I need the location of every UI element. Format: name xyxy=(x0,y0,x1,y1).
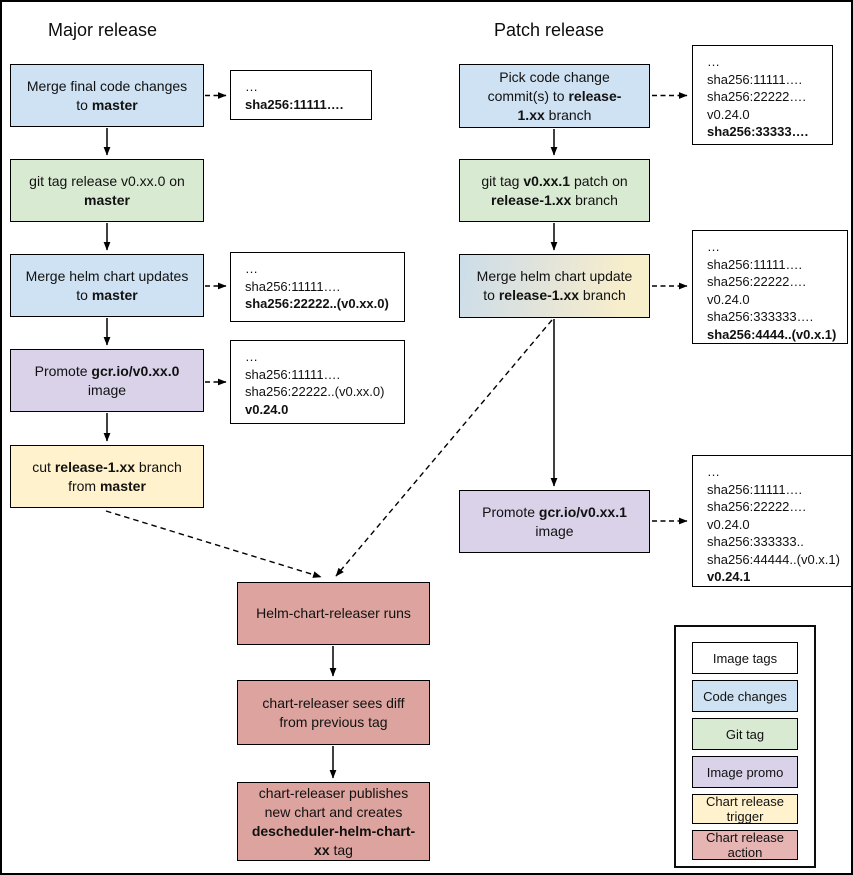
arrow-cut-branch-to-releaser xyxy=(105,510,322,578)
legend-label: Git tag xyxy=(725,726,765,742)
legend-item-image-tags: Image tags xyxy=(692,642,798,674)
step-pick-code-change: Pick code change commit(s) to release-1.… xyxy=(459,64,650,128)
legend-label: Image promo xyxy=(706,764,784,780)
legend-item-chart-release-trigger: Chart release trigger xyxy=(692,794,798,824)
step-merge-helm-chart-patch: Merge helm chart update to release-1.xx … xyxy=(459,254,650,318)
step-chart-releaser-diff: chart-releaser sees diff from previous t… xyxy=(237,680,430,745)
step-promote-image-patch: Promote gcr.io/v0.xx.1 image xyxy=(459,490,650,553)
step-merge-final-code: Merge final code changes to master xyxy=(10,64,204,127)
step-git-tag-major: git tag release v0.xx.0 on master xyxy=(10,159,204,222)
step-label: Merge helm chart updates to master xyxy=(25,267,189,303)
step-chart-releaser-publishes: chart-releaser publishes new chart and c… xyxy=(237,782,430,861)
legend-item-code-changes: Code changes xyxy=(692,680,798,712)
legend: Image tags Code changes Git tag Image pr… xyxy=(674,625,816,868)
image-tags-lines: …sha256:11111….sha256:22222..(v0.xx.0) xyxy=(245,261,389,311)
image-tags-lines: …sha256:11111…. xyxy=(245,79,344,112)
patch-release-title: Patch release xyxy=(494,20,605,40)
step-merge-helm-chart-major: Merge helm chart updates to master xyxy=(10,254,204,317)
step-label: Promote gcr.io/v0.xx.1 image xyxy=(482,503,627,539)
legend-label: Chart release trigger xyxy=(705,794,785,824)
step-promote-image-major: Promote gcr.io/v0.xx.0 image xyxy=(10,349,204,412)
image-tags-annotation-major-3: …sha256:11111….sha256:22222..(v0.xx.0)v0… xyxy=(230,340,405,424)
step-label: Promote gcr.io/v0.xx.0 image xyxy=(34,362,180,398)
step-label: Helm-chart-releaser runs xyxy=(256,605,411,621)
step-label: cut release-1.xx branch from master xyxy=(32,458,182,494)
step-label: chart-releaser sees diff from previous t… xyxy=(262,694,405,730)
step-helm-chart-releaser-runs: Helm-chart-releaser runs xyxy=(237,582,430,645)
legend-label: Code changes xyxy=(703,688,787,704)
legend-item-image-promo: Image promo xyxy=(692,756,798,788)
major-release-title: Major release xyxy=(48,20,158,40)
step-git-tag-patch: git tag v0.xx.1 patch on release-1.xx br… xyxy=(459,159,650,222)
image-tags-annotation-major-1: …sha256:11111…. xyxy=(230,70,372,120)
step-label: Pick code change commit(s) to release-1.… xyxy=(487,68,622,123)
step-cut-release-branch: cut release-1.xx branch from master xyxy=(10,445,204,508)
image-tags-lines: …sha256:11111….sha256:22222..(v0.xx.0)v0… xyxy=(245,349,385,417)
step-label: Merge helm chart update to release-1.xx … xyxy=(476,268,633,303)
step-label: git tag v0.xx.1 patch on release-1.xx br… xyxy=(481,172,628,208)
legend-label: Image tags xyxy=(712,650,778,666)
step-label: git tag release v0.xx.0 on master xyxy=(29,172,185,208)
legend-item-chart-release-action: Chart release action xyxy=(692,830,798,860)
image-tags-annotation-major-2: …sha256:11111….sha256:22222..(v0.xx.0) xyxy=(230,252,405,322)
legend-item-git-tag: Git tag xyxy=(692,718,798,750)
step-label: chart-releaser publishes new chart and c… xyxy=(251,784,416,858)
legend-label: Chart release action xyxy=(705,830,785,860)
step-label: Merge final code changes to master xyxy=(26,77,188,113)
